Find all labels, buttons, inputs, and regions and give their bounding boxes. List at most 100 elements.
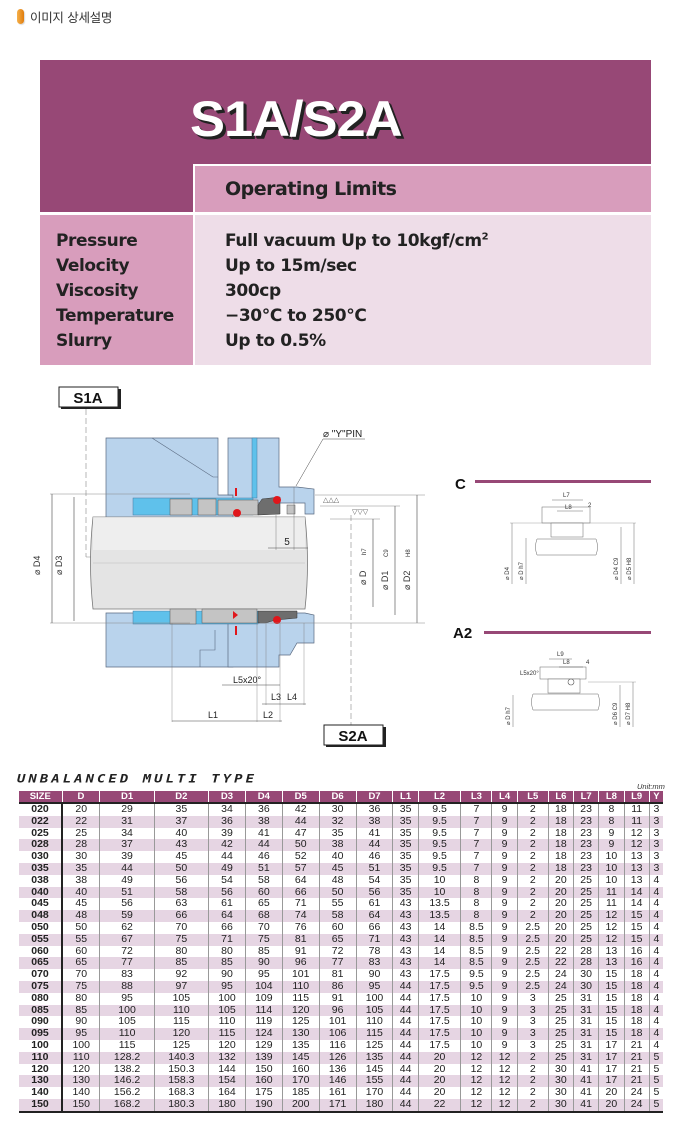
value-cell: 44 xyxy=(99,862,155,875)
svg-text:L8: L8 xyxy=(563,660,570,666)
value-cell: 10 xyxy=(598,850,625,863)
column-header: L7 xyxy=(573,791,600,803)
value-cell: 9.5 xyxy=(418,862,462,875)
value-cell: 3 xyxy=(653,850,660,863)
value-cell: 31 xyxy=(573,1004,600,1017)
column-header: L1 xyxy=(392,791,419,803)
value-cell: 75 xyxy=(62,980,101,993)
value-cell: 20 xyxy=(548,886,575,899)
value-cell: 8 xyxy=(460,898,493,911)
pin-label: ⌀ "Y"PIN xyxy=(323,429,362,440)
value-cell: 129 xyxy=(245,1039,283,1052)
value-cell: 49 xyxy=(208,862,246,875)
size-cell: 120 xyxy=(19,1063,64,1076)
oring-lower-1 xyxy=(273,616,281,624)
value-cell: 38 xyxy=(356,815,394,828)
value-cell: 65 xyxy=(62,957,101,970)
value-cell: 45 xyxy=(319,862,357,875)
dim-l3: L3 xyxy=(271,692,281,702)
value-cell: 77 xyxy=(99,957,155,970)
value-cell: 37 xyxy=(154,815,210,828)
value-cell: 30 xyxy=(548,1063,575,1076)
value-cell: 180 xyxy=(208,1098,246,1113)
value-cell: 13.5 xyxy=(418,898,462,911)
value-cell: 24 xyxy=(624,1086,650,1099)
value-cell: 35 xyxy=(392,862,419,875)
value-cell: 130 xyxy=(62,1075,101,1088)
value-cell: 44 xyxy=(392,1086,419,1099)
value-cell: 88 xyxy=(99,980,155,993)
value-cell: 43 xyxy=(392,921,419,934)
value-cell: 90 xyxy=(245,957,283,970)
value-cell: 146 xyxy=(319,1075,357,1088)
value-cell: 20 xyxy=(598,1098,625,1113)
svg-text:h7: h7 xyxy=(362,548,368,555)
value-cell: 110 xyxy=(208,1016,246,1029)
value-cell: 4 xyxy=(653,897,660,910)
value-cell: 146.2 xyxy=(99,1075,155,1088)
value-cell: 20 xyxy=(548,921,575,934)
svg-text:H8: H8 xyxy=(406,549,412,557)
value-cell: 22 xyxy=(548,945,575,958)
value-cell: 3 xyxy=(517,1004,549,1017)
column-header: D xyxy=(62,791,101,803)
value-cell: 150.3 xyxy=(154,1063,210,1076)
value-cell: 4 xyxy=(653,920,660,933)
value-cell: 15 xyxy=(598,1027,625,1040)
value-cell: 5 xyxy=(649,1075,663,1088)
value-cell: 95 xyxy=(356,980,394,993)
limit-value: 300cp xyxy=(225,281,281,301)
value-cell: 18 xyxy=(624,968,650,981)
value-cell: 31 xyxy=(573,992,600,1005)
value-cell: 9 xyxy=(491,1016,518,1029)
value-cell: 31 xyxy=(99,815,155,828)
value-cell: 10 xyxy=(418,886,462,899)
value-cell: 35 xyxy=(62,862,101,875)
value-cell: 9 xyxy=(491,862,518,875)
value-cell: 161 xyxy=(319,1086,357,1099)
size-cell: 035 xyxy=(19,862,64,875)
value-cell: 9 xyxy=(491,957,518,970)
value-cell: 109 xyxy=(245,992,283,1005)
value-cell: 120 xyxy=(154,1027,210,1040)
dim-l1: L1 xyxy=(208,710,218,720)
value-cell: 51 xyxy=(245,862,283,875)
size-cell: 045 xyxy=(19,898,64,911)
value-cell: 120 xyxy=(282,1004,320,1017)
dim-d2: ⌀ D2 xyxy=(402,571,412,590)
value-cell: 44 xyxy=(392,1075,419,1088)
value-cell: 18 xyxy=(548,803,575,816)
value-cell: 64 xyxy=(282,874,320,887)
value-cell: 18 xyxy=(548,862,575,875)
value-cell: 12 xyxy=(460,1086,493,1099)
value-cell: 7 xyxy=(460,827,493,840)
column-header: D5 xyxy=(282,791,320,803)
value-cell: 18 xyxy=(624,980,650,993)
column-header: D3 xyxy=(208,791,246,803)
orange-pill-icon xyxy=(17,8,24,24)
value-cell: 56 xyxy=(154,874,210,887)
value-cell: 96 xyxy=(319,1004,357,1017)
value-cell: 100 xyxy=(208,992,246,1005)
value-cell: 30 xyxy=(573,980,600,993)
value-cell: 17 xyxy=(598,1051,625,1064)
value-cell: 36 xyxy=(208,815,246,828)
value-cell: 32 xyxy=(319,815,357,828)
value-cell: 22 xyxy=(418,1098,462,1113)
value-cell: 13 xyxy=(624,874,650,887)
size-cell: 065 xyxy=(19,957,64,970)
value-cell: 28 xyxy=(573,945,600,958)
value-cell: 158.3 xyxy=(154,1075,210,1088)
variant-c-label: C xyxy=(455,476,466,493)
column-header: L2 xyxy=(418,791,462,803)
value-cell: 30 xyxy=(573,968,600,981)
svg-text:2: 2 xyxy=(588,503,592,509)
value-cell: 20 xyxy=(548,874,575,887)
value-cell: 40 xyxy=(319,850,357,863)
operating-limits-header: Operating Limits xyxy=(193,164,651,212)
value-cell: 66 xyxy=(208,921,246,934)
